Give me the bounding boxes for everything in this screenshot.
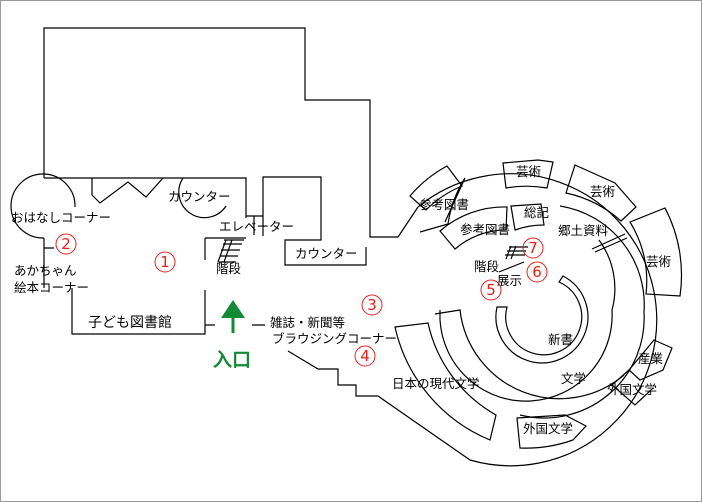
entrance-arrow — [221, 300, 245, 333]
svg-text:4: 4 — [360, 347, 370, 365]
stairs-2-label: 階段 — [474, 259, 499, 274]
svg-text:7: 7 — [528, 239, 538, 257]
marker-6: 6 — [526, 261, 548, 283]
local-materials-label: 郷土資料 — [558, 223, 609, 238]
general-label: 総記 — [524, 205, 549, 220]
elevator-label: エレベーター — [219, 219, 294, 234]
marker-5: 5 — [480, 279, 502, 301]
art-label-3: 芸術 — [646, 254, 671, 269]
baby-corner-label-2: 絵本コーナー — [14, 280, 89, 295]
ohanashi-corner-label: おはなしコーナー — [11, 210, 111, 225]
baby-corner-label-1: あかちゃん — [14, 263, 77, 278]
art-label-2: 芸術 — [590, 184, 615, 199]
svg-text:6: 6 — [532, 263, 542, 281]
reference-inner-label: 参考図書 — [460, 222, 510, 237]
exhibit-label: 展示 — [497, 273, 522, 288]
stairs-label: 階段 — [216, 261, 241, 276]
main-counter-label: カウンター — [295, 246, 358, 261]
new-books-label: 新書 — [548, 332, 573, 347]
entrance-label: 入口 — [213, 349, 251, 371]
svg-text:3: 3 — [367, 296, 377, 314]
kids-counter-label: カウンター — [168, 189, 231, 204]
marker-7: 7 — [522, 237, 544, 259]
svg-text:5: 5 — [486, 281, 496, 299]
browsing-label-2: ブラウジングコーナー — [272, 331, 397, 346]
industry-label: 産業 — [638, 351, 664, 366]
foreign-lit-label-2: 外国文学 — [523, 421, 573, 436]
marker-4: 4 — [354, 345, 376, 367]
literature-label: 文学 — [561, 371, 586, 386]
reference-outer-label: 参考図書 — [419, 197, 469, 212]
circular-hall — [394, 159, 683, 467]
marker-1: 1 — [154, 251, 176, 273]
marker-3: 3 — [361, 294, 383, 316]
art-label-1: 芸術 — [516, 164, 541, 179]
jp-modern-lit-label: 日本の現代文学 — [392, 376, 480, 391]
marker-2: 2 — [55, 233, 77, 255]
browsing-label-1: 雑誌・新聞等 — [270, 315, 345, 330]
svg-text:1: 1 — [160, 253, 170, 271]
building-walls — [10, 27, 471, 461]
svg-text:2: 2 — [61, 235, 71, 253]
foreign-lit-label-1: 外国文学 — [607, 382, 657, 397]
kids-library-label: 子ども図書館 — [88, 314, 172, 331]
